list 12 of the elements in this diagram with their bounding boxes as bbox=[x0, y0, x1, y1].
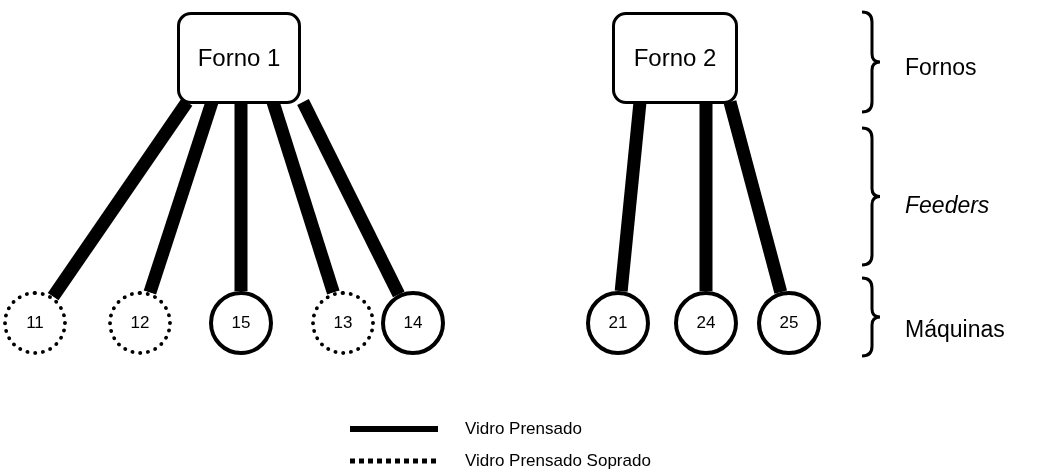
furnace-box: Forno 1 bbox=[177, 12, 301, 104]
furnace-box: Forno 2 bbox=[612, 12, 738, 104]
connector-line bbox=[47, 98, 193, 301]
level-label: Fornos bbox=[905, 53, 977, 82]
connector-line bbox=[297, 99, 405, 298]
connector-line bbox=[234, 102, 248, 291]
connector-line bbox=[699, 102, 713, 291]
level-label: Feeders bbox=[905, 191, 990, 220]
legend-label: Vidro Prensado Soprado bbox=[465, 450, 651, 472]
legend-label: Vidro Prensado bbox=[465, 418, 582, 440]
connector-line bbox=[723, 100, 788, 294]
level-label: Máquinas bbox=[905, 315, 1005, 344]
